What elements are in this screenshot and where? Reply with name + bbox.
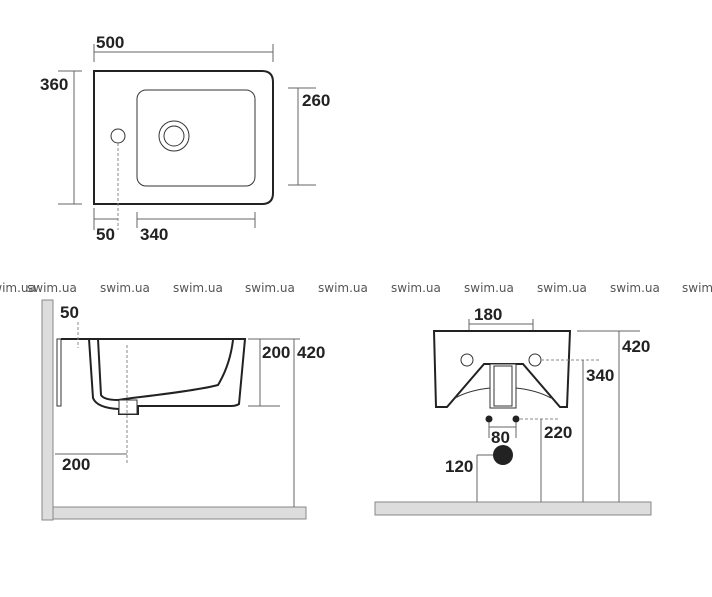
mounting-plate [56, 338, 62, 407]
watermark: swim.ua [173, 281, 223, 295]
watermark: swim.ua [682, 281, 712, 295]
top-view: 500 360 260 50 340 [40, 33, 330, 244]
dim-line-340 [136, 212, 256, 228]
dim-line-260 [288, 87, 316, 186]
front-view: 180 80 420 340 220 120 [374, 305, 652, 516]
dim-200-drain: 200 [62, 455, 90, 474]
dim-340: 340 [140, 225, 168, 244]
bolt-left-icon [485, 415, 493, 423]
drain-outlet-side [118, 399, 138, 415]
watermark: swim.ua [27, 281, 77, 295]
dim-line-200-height [248, 338, 300, 407]
dim-line-50 [93, 208, 118, 230]
side-view: 50 200 200 420 [41, 299, 325, 521]
bolt-right-icon [512, 415, 520, 423]
dim-420-side: 420 [297, 343, 325, 362]
dim-line-500 [93, 44, 274, 62]
floor-side [52, 506, 307, 520]
dim-180: 180 [474, 305, 502, 324]
dim-120: 120 [445, 457, 473, 476]
dim-line-120 [476, 454, 493, 502]
tap-hole-left-icon [460, 353, 474, 367]
watermark: swim.ua [391, 281, 441, 295]
dim-500: 500 [96, 33, 124, 52]
watermark: swim.ua [318, 281, 368, 295]
dim-line-80 [488, 422, 517, 438]
dim-340-front: 340 [586, 366, 614, 385]
basin-outline-front [432, 330, 572, 408]
watermark: swim.ua [0, 281, 36, 295]
dim-50: 50 [96, 225, 115, 244]
dim-220: 220 [544, 423, 572, 442]
watermark: swim.ua [537, 281, 587, 295]
tap-hole-icon [110, 128, 126, 144]
watermark: swim.ua [100, 281, 150, 295]
dim-80: 80 [491, 428, 510, 447]
floor-front [374, 501, 652, 516]
basin-bowl-top [136, 89, 256, 187]
watermark: swim.ua [464, 281, 514, 295]
dim-line-180 [468, 319, 534, 330]
watermark: swim.ua [610, 281, 660, 295]
dim-200-height: 200 [262, 343, 290, 362]
dim-420-front: 420 [622, 337, 650, 356]
dim-line-360 [58, 70, 82, 205]
watermark: swim.ua [245, 281, 295, 295]
drain-pipe-icon [493, 445, 513, 465]
basin-inner-front [454, 387, 552, 399]
dim-line-420-front [577, 330, 640, 502]
wall [41, 299, 54, 521]
dim-360: 360 [40, 75, 68, 94]
tap-hole-right-icon [528, 353, 542, 367]
dim-50-side: 50 [60, 303, 79, 322]
basin-profile-side [61, 338, 247, 415]
watermark-row: swim.ua swim.ua swim.ua swim.ua swim.ua … [0, 281, 712, 295]
drain-inner-icon [163, 125, 185, 147]
pedestal-trap-inner [493, 365, 513, 407]
dim-260: 260 [302, 91, 330, 110]
